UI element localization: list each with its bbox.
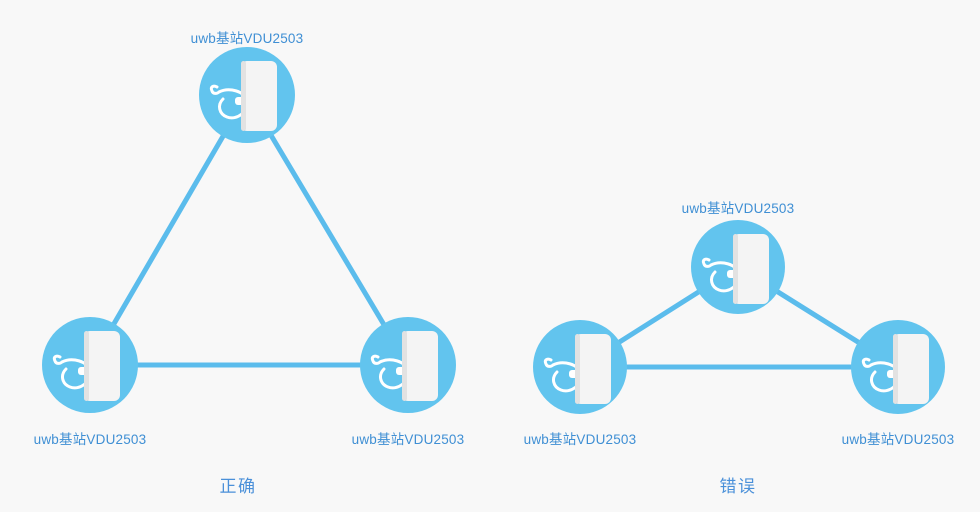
node-label: uwb基站VDU2503 (351, 432, 465, 447)
base-station-edge-icon (733, 234, 738, 304)
node-label: uwb基站VDU2503 (681, 201, 795, 216)
base-station-body-icon (241, 61, 277, 131)
node-label: uwb基站VDU2503 (523, 432, 637, 447)
node-label: uwb基站VDU2503 (33, 432, 147, 447)
node-label: uwb基站VDU2503 (841, 432, 955, 447)
uwb-base-station-bottom-right[interactable] (360, 317, 456, 413)
node-label: uwb基站VDU2503 (190, 31, 304, 46)
base-station-body-icon (575, 334, 611, 404)
uwb-base-station-icon (370, 331, 438, 401)
uwb-base-station-icon (861, 334, 929, 404)
base-station-edge-icon (575, 334, 580, 404)
diagram-caption-wrong-layout: 错误 (719, 477, 757, 496)
uwb-base-station-icon (52, 331, 120, 401)
base-station-body-icon (84, 331, 120, 401)
base-station-edge-icon (241, 61, 246, 131)
base-station-body-icon (402, 331, 438, 401)
uwb-base-station-icon (209, 61, 277, 131)
uwb-base-station-bottom-left[interactable] (42, 317, 138, 413)
base-station-edge-icon (84, 331, 89, 401)
base-station-body-icon (733, 234, 769, 304)
uwb-base-station-right[interactable] (851, 320, 945, 414)
base-station-edge-icon (893, 334, 898, 404)
uwb-base-station-top[interactable] (199, 47, 295, 143)
uwb-base-station-icon (701, 234, 769, 304)
uwb-base-station-left[interactable] (533, 320, 627, 414)
base-station-edge-icon (402, 331, 407, 401)
diagram-caption-correct-layout: 正确 (219, 477, 257, 496)
uwb-base-station-top[interactable] (691, 220, 785, 314)
uwb-base-station-icon (543, 334, 611, 404)
base-station-body-icon (893, 334, 929, 404)
